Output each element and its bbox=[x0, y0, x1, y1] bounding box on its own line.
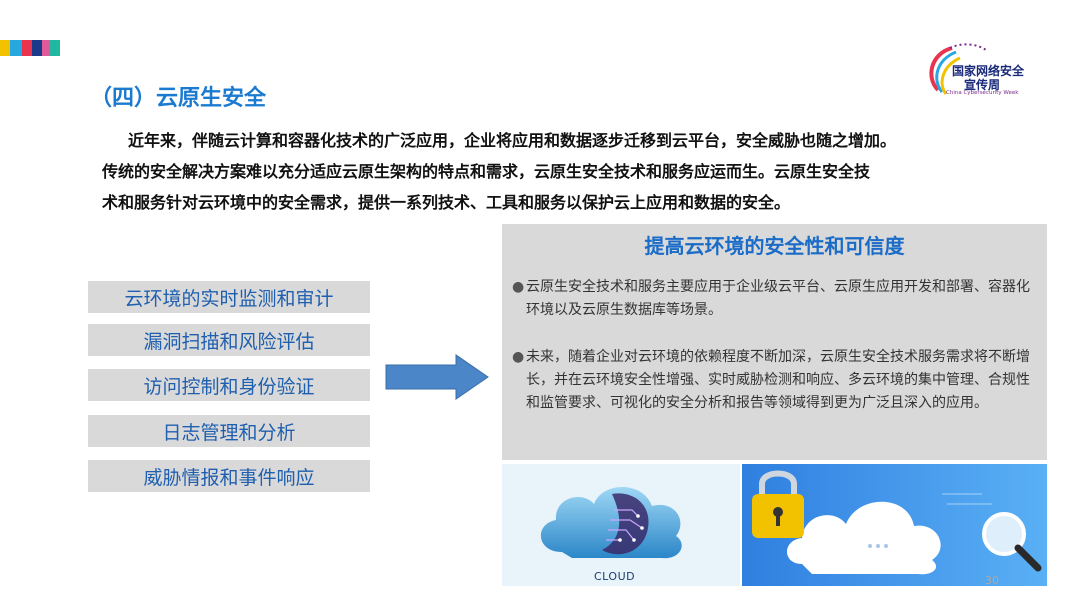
cybersecurity-week-logo: 国家网络安全 宣传周 China Cybersecurity Week bbox=[922, 40, 1032, 102]
bullet-icon: ● bbox=[512, 279, 525, 295]
lock-cloud-icon bbox=[752, 470, 1042, 575]
bullet-icon: ● bbox=[512, 349, 525, 365]
logo-english: China Cybersecurity Week bbox=[946, 90, 1019, 96]
page-number: 30 bbox=[985, 574, 999, 587]
capability-item: 访问控制和身份验证 bbox=[88, 369, 370, 401]
intro-paragraph: 近年来，伴随云计算和容器化技术的广泛应用，企业将应用和数据逐步迁移到云平台，安全… bbox=[102, 125, 982, 218]
capability-item: 云环境的实时监测和审计 bbox=[88, 281, 370, 313]
cloud-circuit-illustration: CLOUD bbox=[502, 464, 740, 586]
panel-bullet: ● 未来，随着企业对云环境的依赖程度不断加深，云原生安全技术服务需求将不断增长，… bbox=[512, 346, 1037, 415]
intro-line-3: 术和服务针对云环境中的安全需求，提供一系列技术、工具和服务以保护云上应用和数据的… bbox=[102, 193, 791, 212]
logo-subtitle: 宣传周 bbox=[964, 78, 1001, 92]
benefit-panel: 提高云环境的安全性和可信度 ● 云原生安全技术和服务主要应用于企业级云平台、云原… bbox=[502, 224, 1047, 460]
panel-title: 提高云环境的安全性和可信度 bbox=[644, 234, 905, 258]
bullet-text: 云原生安全技术和服务主要应用于企业级云平台、云原生应用开发和部署、容器化环境以及… bbox=[526, 279, 1030, 318]
capability-item: 日志管理和分析 bbox=[88, 415, 370, 447]
logo-title: 国家网络安全 bbox=[952, 64, 1025, 78]
decorative-color-strip bbox=[0, 40, 60, 56]
capability-item: 威胁情报和事件响应 bbox=[88, 460, 370, 492]
intro-line-1: 近年来，伴随云计算和容器化技术的广泛应用，企业将应用和数据逐步迁移到云平台，安全… bbox=[128, 131, 897, 150]
section-title: （四）云原生安全 bbox=[90, 86, 267, 111]
circuit-cloud-icon bbox=[540, 487, 682, 559]
cloud-label: CLOUD bbox=[594, 570, 636, 583]
capability-item: 漏洞扫描和风险评估 bbox=[88, 324, 370, 356]
right-arrow-icon bbox=[385, 354, 489, 400]
logo-swirl-icon bbox=[929, 43, 987, 95]
cloud-lock-illustration bbox=[742, 464, 1047, 586]
bullet-text: 未来，随着企业对云环境的依赖程度不断加深，云原生安全技术服务需求将不断增长，并在… bbox=[526, 349, 1030, 411]
panel-bullet: ● 云原生安全技术和服务主要应用于企业级云平台、云原生应用开发和部署、容器化环境… bbox=[512, 276, 1037, 322]
intro-line-2: 传统的安全解决方案难以充分适应云原生架构的特点和需求，云原生安全技术和服务应运而… bbox=[102, 162, 871, 181]
